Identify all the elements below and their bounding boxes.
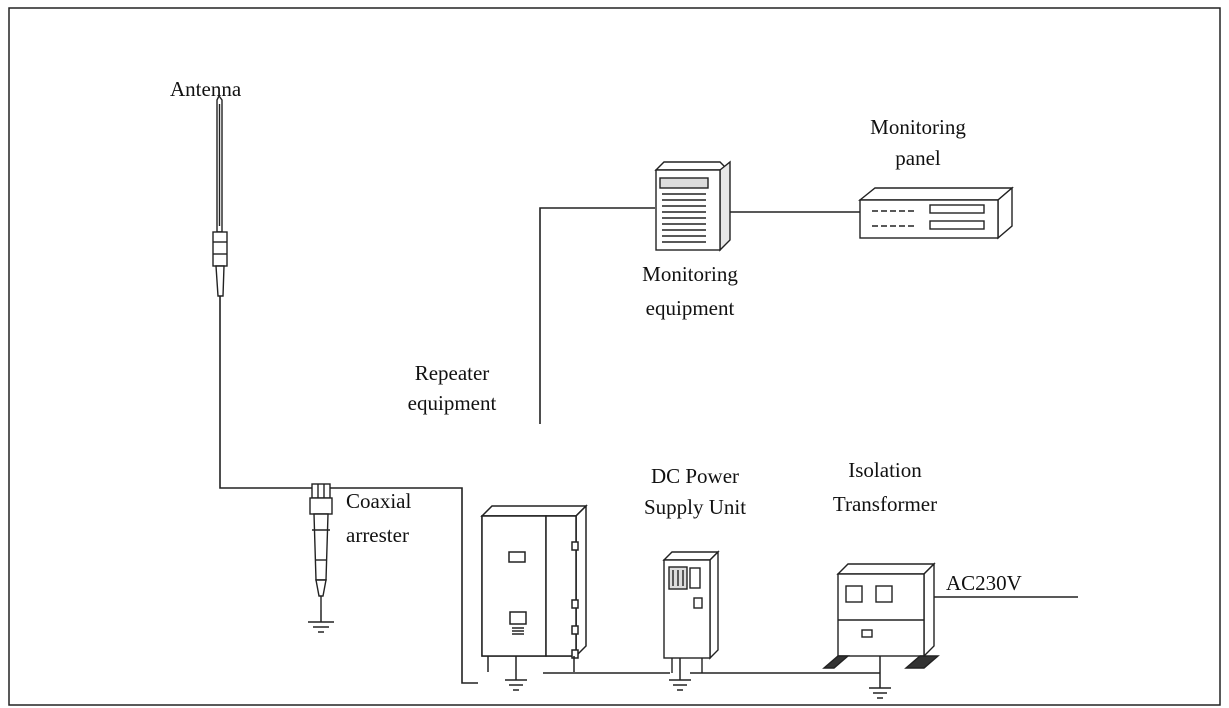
antenna-icon: [212, 94, 228, 297]
monitoring-equipment-label-line2: equipment: [646, 296, 735, 320]
antenna-feeder-line: [219, 120, 478, 684]
coaxial-arrester-label-line2: arrester: [346, 523, 409, 547]
monitoring-panel-icon: [858, 186, 1014, 240]
repeater-label-line2: equipment: [408, 391, 497, 415]
diagram-frame: [8, 7, 1221, 706]
coaxial-arrester-label-line1: Coaxial: [346, 489, 411, 513]
isolation-transformer-label-line2: Transformer: [833, 492, 937, 516]
repeater-ground-icon: [505, 656, 527, 691]
wiring: [219, 120, 1078, 684]
dc-power-label-line2: Supply Unit: [644, 495, 746, 519]
repeater-label-line1: Repeater: [415, 361, 490, 385]
antenna-label: Antenna: [170, 77, 242, 101]
dc-power-supply-icon: [662, 550, 720, 673]
transformer-ground-icon: [869, 656, 891, 699]
isolation-transformer-label-line1: Isolation: [848, 458, 922, 482]
monitoring-equipment-label-line1: Monitoring: [642, 262, 738, 286]
monitoring-panel-label-line1: Monitoring: [870, 115, 966, 139]
repeater-to-monitor-line: [539, 207, 655, 424]
arrester-ground-icon: [308, 610, 334, 633]
repeater-cabinet-icon: [480, 504, 588, 672]
coaxial-arrester-icon: [309, 483, 333, 610]
isolation-transformer-icon: [822, 562, 940, 669]
monitoring-panel-label-line2: panel: [895, 146, 941, 170]
dc-power-label-line1: DC Power: [651, 464, 739, 488]
dc-power-ground-icon: [669, 658, 691, 691]
ac-input-label: AC230V: [946, 571, 1022, 595]
monitoring-equipment-icon: [654, 160, 731, 252]
